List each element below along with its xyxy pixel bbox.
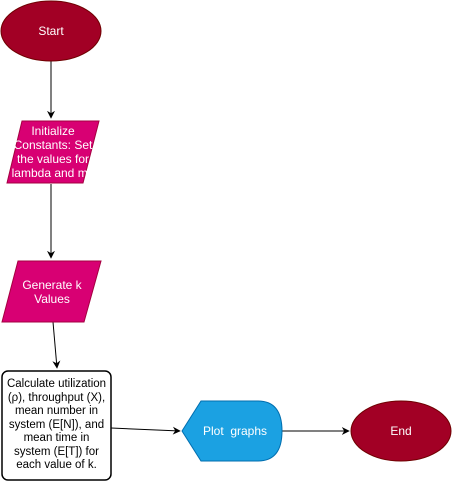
- calculate-metrics-node[interactable]: [1, 370, 112, 481]
- plot-graphs-label: Plot graphs: [202, 424, 268, 438]
- generate-k-values-label: Generate k Values: [22, 277, 82, 306]
- generate-k-values-node[interactable]: [1, 260, 102, 323]
- connector-generate-to-calculate: [52, 321, 61, 369]
- initialize-constants-node[interactable]: [6, 120, 100, 184]
- initialize-constants-label: Initialize Constants: Set the values for…: [11, 124, 95, 180]
- start-label: Start: [38, 24, 64, 38]
- plot-graphs-node[interactable]: [181, 400, 283, 462]
- end-terminal[interactable]: [350, 400, 452, 462]
- end-label: End: [390, 424, 412, 438]
- connector-calculate-to-plot: [110, 426, 181, 435]
- calculate-metrics-label: Calculate utilization (ρ), throughput (X…: [6, 378, 107, 472]
- start-terminal[interactable]: [0, 0, 102, 62]
